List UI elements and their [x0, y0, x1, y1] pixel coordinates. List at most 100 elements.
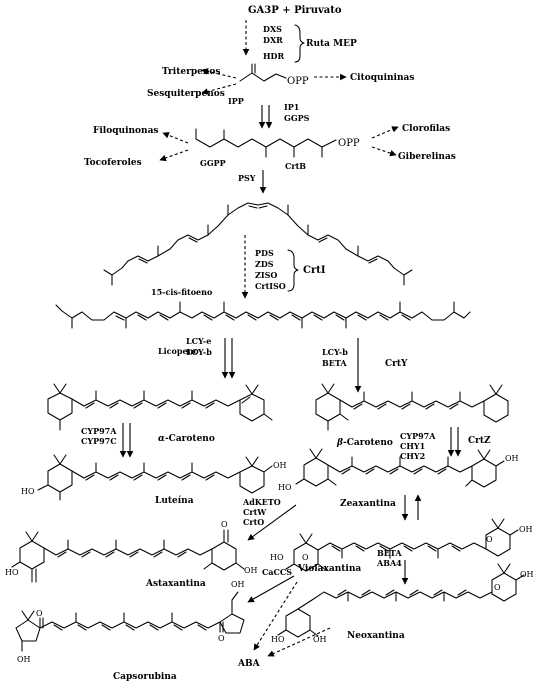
alpha-suffix: -Caroteno — [165, 434, 215, 444]
lutein-ring-right — [239, 465, 265, 494]
alpha-methyls — [53, 383, 273, 431]
capso-ring-left — [15, 619, 41, 642]
alpha-caroteno-label: α-Caroteno — [158, 434, 215, 444]
phytoene-double-bonds — [138, 205, 378, 264]
neo-oh-left: OH — [313, 635, 327, 644]
lutein-methyls — [37, 454, 273, 501]
asta-ring-left — [19, 540, 45, 570]
arrow-clorofilas — [371, 126, 399, 139]
zeaxanthin-ho: HO — [278, 483, 292, 492]
viola-o-left: O — [302, 553, 309, 562]
aba-label: ABA — [237, 659, 261, 669]
enzyme-cyp97a-right: CYP97A — [400, 431, 436, 441]
enzyme-chy2: CHY2 — [400, 451, 425, 461]
ipp-label: IPP — [228, 96, 244, 106]
asta-ho: HO — [5, 568, 19, 577]
ggpp-opp: OPP — [338, 138, 360, 149]
ruta-mep-label: Ruta MEP — [306, 39, 357, 49]
neo-ho: HO — [271, 635, 285, 644]
beta-ring-right — [483, 393, 509, 423]
crtz-label: CrtZ — [468, 436, 491, 446]
arrow-tocoferoles — [159, 149, 189, 162]
ggpp-molecule — [195, 138, 337, 148]
zeaxanthin-oh: OH — [505, 454, 519, 463]
enzyme-lcy-b-left: LCY-b — [186, 347, 212, 357]
viola-ho: HO — [270, 553, 284, 562]
neoxantina-label: Neoxantina — [347, 631, 405, 641]
lutein-ring-left — [47, 463, 73, 493]
zeaxanthin-ring-right — [471, 458, 497, 488]
lycopene-label: Licopeno — [158, 346, 199, 356]
arrow-sesquiterpenos — [201, 83, 237, 95]
ggpp-methyls — [195, 128, 323, 158]
beta-ring-left — [315, 392, 341, 422]
enzyme-pds: PDS — [255, 248, 274, 258]
zeaxantina-label: Zeaxantina — [340, 499, 396, 509]
neo-o: O — [494, 583, 501, 592]
violaxantina-label: Violaxantina — [297, 564, 361, 574]
astaxantina-label: Astaxantina — [145, 579, 206, 589]
tocoferoles-label: Tocoferoles — [84, 158, 142, 168]
crti-brace — [287, 249, 299, 292]
capso-oh-left: OH — [17, 655, 31, 664]
neo-chain — [297, 591, 493, 610]
neo-aba-arrow — [267, 627, 331, 657]
capso-double-bonds — [53, 624, 207, 631]
enzyme-dxr: DXR — [263, 35, 283, 45]
neo-double-bonds — [337, 589, 467, 596]
asta-chain — [43, 547, 213, 556]
neo-oh: OH — [520, 570, 534, 579]
alpha-double-bonds — [85, 396, 251, 409]
asta-o: O — [221, 520, 228, 529]
neo-methyls — [277, 563, 525, 637]
enzyme-cyp97a-left: CYP97A — [81, 426, 117, 436]
phytoene-methyls — [103, 204, 413, 286]
enzyme-crtw: CrtW — [243, 507, 267, 517]
viola-double-bonds — [331, 545, 461, 552]
arrow-giberelinas — [371, 146, 397, 157]
enzyme-chy1: CHY1 — [400, 441, 425, 451]
lutein-oh: OH — [273, 461, 287, 470]
lycopene-molecule — [61, 310, 465, 321]
viola-o-right: O — [486, 535, 493, 544]
alpha-ring-left — [47, 392, 73, 421]
citoquininas-label: Citoquininas — [350, 73, 414, 83]
alpha-greek: α — [158, 434, 165, 444]
enzyme-crtiso: CrtISO — [255, 281, 286, 291]
clorofilas-label: Clorofilas — [402, 124, 450, 134]
capso-oh-right: OH — [231, 580, 245, 589]
asta-methyls — [11, 529, 245, 583]
crti-label: CrtI — [303, 265, 326, 276]
phytoene-label: 15-cis-fitoeno — [151, 287, 213, 297]
lutein-double-bonds — [85, 474, 215, 481]
lycopene-methyls — [55, 301, 471, 329]
crtb-label: CrtB — [285, 161, 306, 171]
capso-ring-right — [219, 613, 245, 634]
crty-label: CrtY — [385, 359, 408, 369]
luteina-label: Luteína — [155, 495, 194, 506]
zeaxanthin-double-bonds — [341, 468, 447, 475]
arrow-triterpenos — [201, 68, 237, 79]
beta-double-bonds — [353, 403, 459, 410]
capso-o-right: O — [218, 634, 225, 643]
enzyme-zds: ZDS — [255, 259, 274, 269]
viola-oh: OH — [519, 525, 533, 534]
viola-methyls — [285, 518, 519, 571]
zeaxanthin-methyls — [295, 448, 505, 487]
viola-chain — [317, 542, 487, 551]
viola-capso-arrow — [247, 575, 295, 603]
enzyme-beta-neo: BETA — [377, 548, 402, 558]
enzyme-lcy-e: LCY-e — [186, 336, 211, 346]
enzyme-adketo: AdKETO — [242, 497, 281, 507]
lycopene-double-bonds — [115, 314, 411, 321]
enzyme-hdr: HDR — [263, 51, 284, 61]
ipp-molecule — [239, 72, 287, 82]
capso-o-left: O — [36, 609, 43, 618]
asta-oh: OH — [244, 566, 258, 575]
capso-methyls — [21, 591, 239, 652]
ga3p-piruvato-label: GA3P + Piruvato — [248, 5, 342, 16]
beta-methyls — [321, 383, 503, 431]
viola-aba-arrow — [253, 581, 298, 651]
